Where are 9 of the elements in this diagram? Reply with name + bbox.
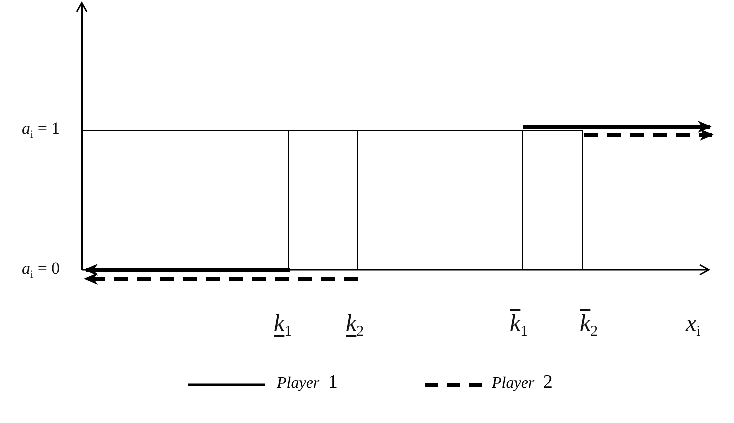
axis-label: x$_{i}$ [686, 312, 701, 340]
threshold-label: k$_{2}$ [346, 312, 364, 340]
axis-value-label: a$_{i}$ = 1 [22, 120, 60, 141]
threshold-label: k$_{2}$ [580, 312, 598, 340]
threshold-label: k$_{1}$ [510, 312, 528, 340]
legend-label: Player 1 [277, 372, 338, 394]
axis-value-label: a$_{i}$ = 0 [22, 260, 60, 281]
threshold-label: k$_{1}$ [274, 312, 292, 340]
legend-label: Player 2 [492, 372, 553, 394]
